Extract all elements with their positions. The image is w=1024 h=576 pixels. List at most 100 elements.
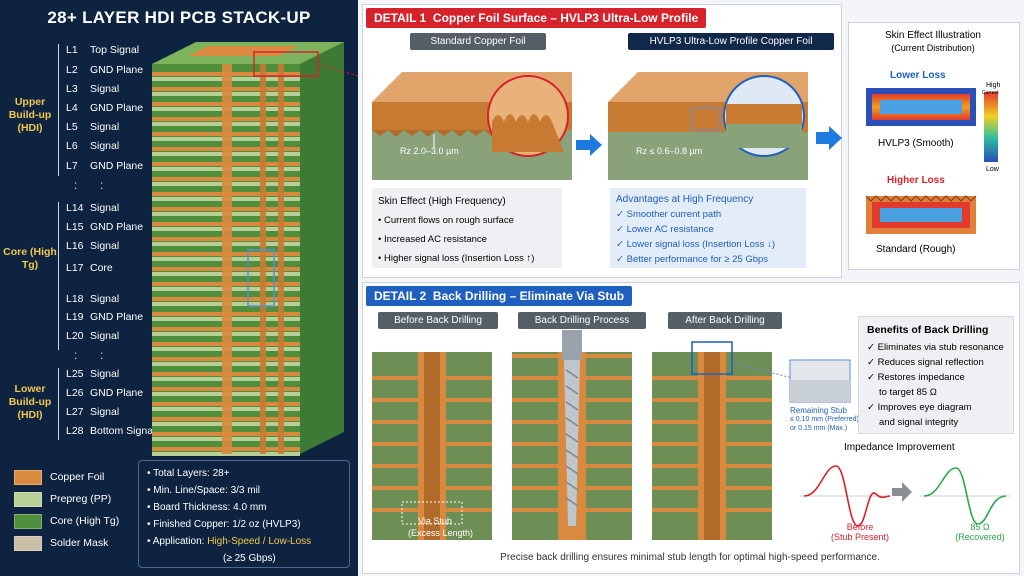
illus-title: Skin Effect Illustration bbox=[885, 30, 981, 41]
list-item: ✓ Lower AC resistance bbox=[616, 224, 714, 235]
after-drilling-graphic bbox=[652, 341, 772, 540]
scale-low-label: Low bbox=[986, 166, 999, 173]
advantages-box: Advantages at High Frequency ✓ Smoother … bbox=[610, 188, 806, 268]
before-label: Before bbox=[846, 522, 874, 532]
bracket-core bbox=[58, 202, 65, 350]
process-header: Back Drilling Process bbox=[518, 312, 646, 329]
color-scale bbox=[984, 92, 998, 162]
detail1-header: DETAIL 1 Copper Foil Surface – HVLP3 Ult… bbox=[366, 8, 707, 28]
spec-box: • Total Layers: 28+ • Min. Line/Space: 3… bbox=[138, 460, 350, 568]
list-item-cont: to target 85 Ω bbox=[879, 387, 937, 398]
remaining-stub-value1: ≤ 0.10 mm (Preferred) bbox=[790, 416, 859, 423]
drilling-process-graphic bbox=[512, 330, 632, 540]
legend-swatch bbox=[14, 513, 42, 529]
advantages-title: Advantages at High Frequency bbox=[616, 194, 754, 205]
list-item: ✓ Restores impedance bbox=[867, 372, 965, 383]
excess-length-label: (Excess Length) bbox=[408, 528, 474, 538]
remaining-stub-title: Remaining Stub bbox=[790, 406, 847, 415]
remaining-stub-zoom bbox=[789, 359, 851, 403]
spec-row: • Total Layers: 28+ bbox=[147, 468, 230, 479]
hvlp-smooth-label: HVLP3 (Smooth) bbox=[878, 138, 954, 149]
group-label-upper: Upper Build-up (HDI) bbox=[8, 96, 52, 134]
before-drilling-graphic bbox=[372, 352, 492, 540]
list-item: • Increased AC resistance bbox=[378, 234, 487, 245]
legend-item: Solder Mask bbox=[14, 532, 132, 554]
benefits-title: Benefits of Back Drilling bbox=[867, 324, 989, 336]
pcb-stack-illustration bbox=[152, 42, 344, 456]
connector-line bbox=[317, 63, 358, 77]
via-stub-label: Via Stub bbox=[418, 516, 452, 526]
remaining-stub-value2: or 0.15 mm (Max.) bbox=[790, 425, 848, 432]
spec-row: • Finished Copper: 1/2 oz (HVLP3) bbox=[147, 519, 301, 530]
smooth-current-graphic bbox=[866, 88, 976, 126]
standard-foil-header: Standard Copper Foil bbox=[410, 33, 546, 50]
standard-rough-label: Standard (Rough) bbox=[876, 244, 956, 255]
bracket-lower bbox=[58, 368, 65, 440]
illus-subtitle: (Current Distribution) bbox=[891, 43, 975, 53]
skin-effect-box: Skin Effect (High Frequency) • Current f… bbox=[372, 188, 562, 268]
list-item: ✓ Improves eye diagram bbox=[867, 402, 972, 413]
legend-swatch bbox=[14, 469, 42, 485]
ellipsis-dots: : bbox=[74, 178, 78, 192]
higher-loss-label: Higher Loss bbox=[887, 175, 945, 186]
rz-hvlp-label: Rz ≤ 0.6–0.8 µm bbox=[636, 146, 703, 156]
hvlp-foil-graphic bbox=[608, 72, 808, 180]
scale-high-sub: Current bbox=[982, 90, 999, 96]
list-item: ✓ Smoother current path bbox=[616, 209, 722, 220]
list-item: • Higher signal loss (Insertion Loss ↑) bbox=[378, 253, 535, 264]
legend-swatch bbox=[14, 535, 42, 551]
list-item-cont: and signal integrity bbox=[879, 417, 959, 428]
detail2-footer: Precise back drilling ensures minimal st… bbox=[500, 552, 880, 563]
before-drilling-header: Before Back Drilling bbox=[378, 312, 498, 329]
arrow-right-icon bbox=[576, 134, 602, 156]
lower-loss-label: Lower Loss bbox=[890, 70, 946, 81]
list-item: ✓ Reduces signal reflection bbox=[867, 357, 984, 368]
list-item: ✓ Better performance for ≥ 25 Gbps bbox=[616, 254, 769, 265]
rough-current-graphic bbox=[865, 195, 977, 234]
spec-row: • Min. Line/Space: 3/3 mil bbox=[147, 485, 261, 496]
list-item: ✓ Eliminates via stub resonance bbox=[867, 342, 1004, 353]
impedance-waveforms bbox=[800, 465, 1010, 527]
stackup-panel: 28+ LAYER HDI PCB STACK-UP Upper Build-u… bbox=[0, 0, 358, 576]
group-label-core: Core (High Tg) bbox=[3, 246, 57, 271]
list-item: ✓ Lower signal loss (Insertion Loss ↓) bbox=[616, 239, 775, 250]
detail2-tag: DETAIL 2 Back Drilling – Eliminate Via S… bbox=[366, 286, 633, 306]
group-label-lower: Lower Build-up (HDI) bbox=[8, 383, 52, 421]
detail1-tag: DETAIL 1 Copper Foil Surface – HVLP3 Ult… bbox=[366, 8, 707, 28]
ellipsis-dots: : bbox=[100, 348, 104, 362]
spec-row: • Board Thickness: 4.0 mm bbox=[147, 502, 267, 513]
spec-row: • Application: High-Speed / Low-Loss bbox=[147, 536, 312, 547]
spec-row-cont: (≥ 25 Gbps) bbox=[223, 553, 276, 564]
legend-item: Core (High Tg) bbox=[14, 510, 132, 532]
after-sub-label: (Recovered) bbox=[955, 532, 1005, 542]
benefits-box: Benefits of Back Drilling ✓ Eliminates v… bbox=[858, 316, 1014, 434]
legend: Copper Foil Prepreg (PP) Core (High Tg) … bbox=[14, 466, 132, 554]
bracket-upper bbox=[58, 44, 65, 176]
callout-line bbox=[729, 361, 793, 379]
ellipsis-dots: : bbox=[74, 348, 78, 362]
impedance-title: Impedance Improvement bbox=[844, 442, 955, 453]
detail2-header: DETAIL 2 Back Drilling – Eliminate Via S… bbox=[366, 286, 633, 306]
before-sub-label: (Stub Present) bbox=[830, 532, 890, 542]
hvlp-foil-header: HVLP3 Ultra-Low Profile Copper Foil bbox=[628, 33, 834, 50]
ellipsis-dots: : bbox=[100, 178, 104, 192]
legend-item: Copper Foil bbox=[14, 466, 132, 488]
rz-standard-label: Rz 2.0–3.0 µm bbox=[400, 146, 459, 156]
after-value-label: 85 Ω bbox=[970, 522, 990, 532]
skin-effect-title: Skin Effect (High Frequency) bbox=[378, 196, 506, 207]
